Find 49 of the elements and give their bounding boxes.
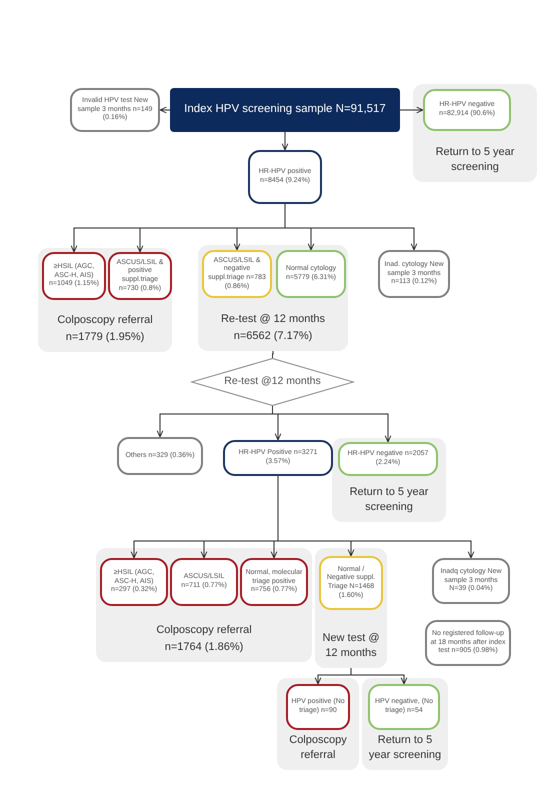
group-panel: [277, 678, 359, 770]
header-text: Index HPV screening sample N=91,517: [184, 102, 386, 118]
process-box: [423, 89, 511, 131]
panel-title: Return to 5 year screening: [434, 145, 516, 174]
process-box: [338, 442, 438, 476]
panel-title: Colposcopy referral: [57, 313, 153, 328]
panel-title: Colposcopy referral: [156, 623, 252, 638]
process-box: [170, 558, 238, 606]
arrow: [278, 476, 474, 558]
process-box: [100, 558, 168, 606]
process-box: [108, 252, 172, 300]
group-panel: [38, 248, 172, 352]
arrow: [282, 132, 288, 150]
arrow: [400, 106, 424, 114]
decision-text: Re-test @12 months: [224, 375, 321, 389]
group-panel: [332, 438, 446, 522]
process-box: [248, 150, 322, 204]
panel-count: n=1779 (1.95%): [66, 330, 144, 344]
process-box: [223, 440, 333, 476]
panel-title: Return to 5 year screening: [368, 733, 442, 762]
panel-title: New test @ 12 months: [321, 631, 380, 660]
arrow: [160, 106, 170, 114]
group-panel: [413, 84, 537, 182]
process-box: [202, 250, 272, 298]
process-box: [42, 252, 106, 300]
process-box: [70, 88, 160, 132]
arrow: [272, 406, 392, 442]
panel-count: n=1764 (1.86%): [164, 640, 244, 654]
process-box: [117, 437, 203, 475]
process-box: [240, 558, 308, 606]
process-box: [286, 684, 350, 730]
group-panel: [198, 245, 348, 351]
arrow: [284, 204, 418, 250]
arrow: [350, 668, 408, 684]
process-box: [378, 250, 450, 298]
panel-count: n=6562 (7.17%): [234, 328, 312, 343]
group-panel: [96, 548, 312, 662]
process-box: [368, 684, 440, 730]
process-box: [276, 250, 346, 298]
process-box: [425, 620, 511, 666]
connector-line: [272, 350, 274, 358]
group-panel: [315, 548, 387, 668]
process-box: [432, 558, 510, 604]
panel-title: Return to 5 year screening: [348, 485, 430, 514]
panel-title: Colposcopy referral: [288, 733, 348, 762]
header-box: [170, 88, 400, 132]
process-box: [319, 556, 383, 610]
group-panel: [362, 678, 448, 770]
panel-title: Re-test @ 12 months: [220, 312, 326, 327]
